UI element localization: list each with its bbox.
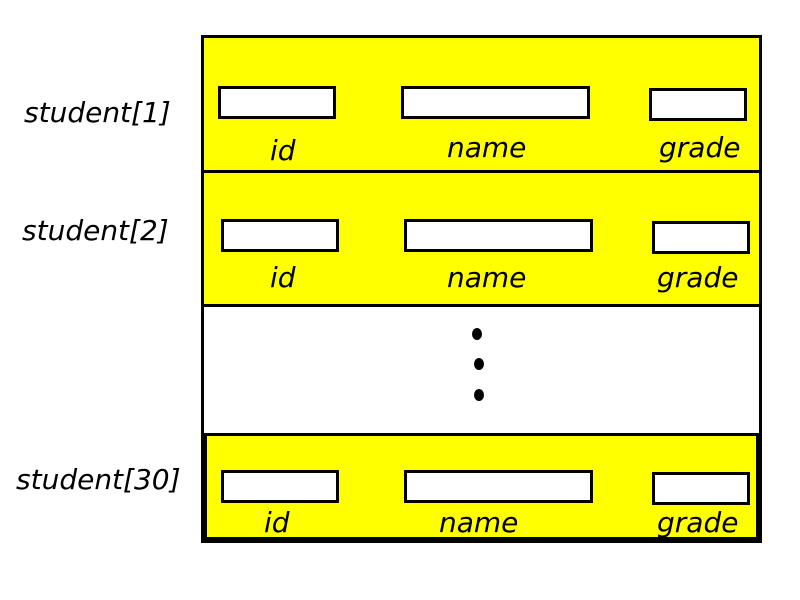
grade-field-label: grade [657, 506, 739, 539]
ellipsis-dot [474, 389, 484, 401]
ellipsis-dot [474, 358, 484, 370]
omitted-records-gap [204, 307, 759, 433]
grade-field-box [652, 472, 750, 505]
record-student-30: id name grade [204, 433, 759, 540]
row-label-student-30: student[30] [16, 463, 181, 496]
id-field-label: id [264, 506, 290, 539]
id-field-box [218, 86, 336, 119]
record-student-2: id name grade [204, 173, 759, 307]
grade-field-label: grade [657, 261, 739, 294]
name-field-box [401, 86, 590, 119]
grade-field-label: grade [659, 131, 741, 164]
grade-field-box [652, 221, 750, 254]
name-field-box [404, 219, 593, 252]
id-field-label: id [270, 261, 296, 294]
record-student-1: id name grade [204, 38, 759, 173]
id-field-box [221, 219, 339, 252]
id-field-label: id [270, 134, 296, 167]
name-field-label: name [447, 131, 527, 164]
name-field-label: name [447, 261, 527, 294]
id-field-box [221, 470, 339, 503]
grade-field-box [649, 88, 747, 121]
student-array-frame: id name grade id name grade id name grad… [201, 35, 762, 543]
name-field-box [404, 470, 593, 503]
row-label-student-2: student[2] [22, 214, 169, 247]
ellipsis-dot [472, 328, 482, 340]
row-label-student-1: student[1] [24, 96, 171, 129]
name-field-label: name [439, 506, 519, 539]
